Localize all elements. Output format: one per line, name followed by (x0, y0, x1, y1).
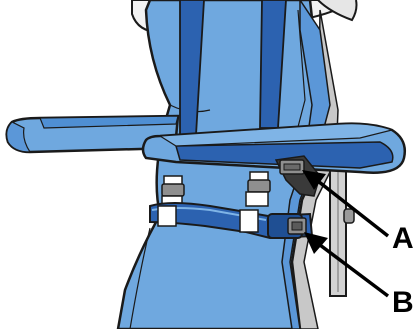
buckle-b (268, 214, 306, 238)
right-strap-buckle (246, 172, 270, 206)
callout-label-a: A (392, 222, 414, 255)
callout-label-b: B (392, 286, 414, 319)
post-knob (344, 209, 354, 223)
buckle-a (280, 160, 304, 174)
belt-loop-left (158, 206, 176, 226)
belt-loop-right (240, 210, 258, 232)
